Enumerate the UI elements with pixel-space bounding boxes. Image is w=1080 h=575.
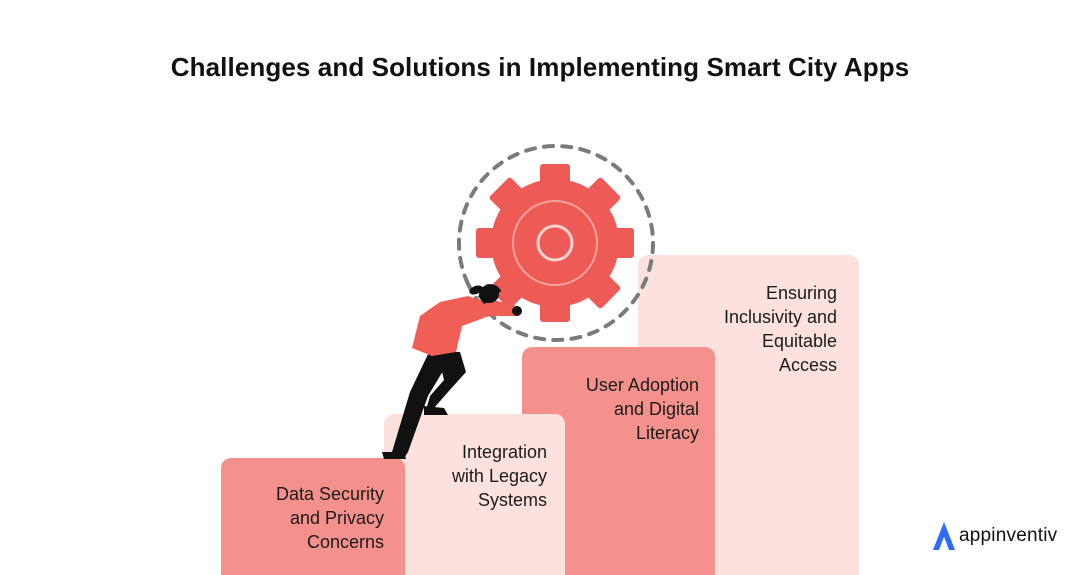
step-1-box: Data Security and Privacy Concerns — [221, 458, 405, 575]
step-1-label: Data Security and Privacy Concerns — [275, 484, 384, 552]
climbing-person-figure — [382, 284, 522, 459]
appinventiv-logo: appinventiv — [932, 520, 1057, 552]
appinventiv-logo-icon — [933, 522, 955, 550]
step-2-box: Integration with Legacy Systems — [384, 414, 565, 575]
dashed-orbit-icon — [457, 144, 655, 342]
step-2-label: Integration with Legacy Systems — [451, 442, 547, 510]
logo-text: appinventiv — [959, 525, 1058, 546]
step-4-label: Ensuring Inclusivity and Equitable Acces… — [723, 283, 837, 375]
gear-icon — [476, 164, 634, 322]
step-3-label: User Adoption and Digital Literacy — [585, 375, 699, 443]
page-title: Challenges and Solutions in Implementing… — [170, 52, 910, 82]
